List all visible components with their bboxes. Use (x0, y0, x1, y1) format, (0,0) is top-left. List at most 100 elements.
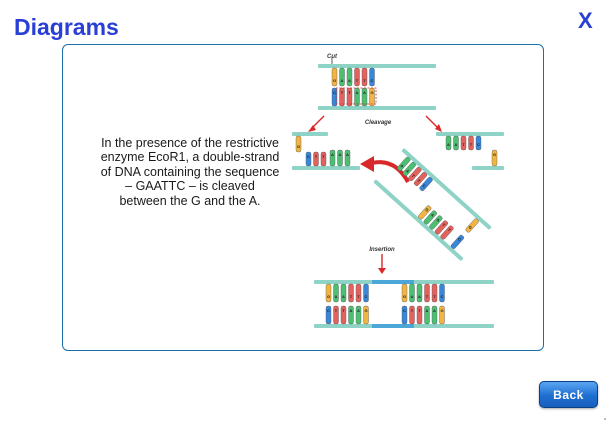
nucleotide-t (320, 151, 327, 167)
arrowhead-right (435, 124, 442, 132)
nucleotide-c (363, 283, 369, 303)
nucleotide-letter: A (455, 142, 458, 147)
dna-backbone (318, 64, 436, 68)
page-title: Diagrams (14, 14, 119, 40)
nucleotide-t (424, 283, 430, 303)
nucleotide-letter: T (441, 222, 447, 228)
nucleotide-letter: T (447, 227, 453, 233)
nucleotide-c (305, 151, 312, 167)
nucleotide-letter: T (470, 142, 473, 147)
nucleotide-letter: A (405, 168, 411, 174)
nucleotide-letter: T (356, 78, 359, 83)
nucleotide-letter: T (350, 294, 353, 299)
nucleotide-t (413, 172, 428, 186)
nucleotide-letter: G (403, 294, 406, 299)
dna-backbone (318, 106, 436, 110)
nucleotide-a (337, 149, 343, 167)
label-cut: Cut (327, 54, 338, 60)
nucleotide-t (416, 305, 423, 325)
nucleotide-t (408, 166, 422, 181)
close-button[interactable]: X (578, 8, 593, 33)
nucleotide-letter: C (365, 294, 368, 299)
nucleotide-letter: T (363, 78, 366, 83)
nucleotide-letter: T (418, 308, 421, 313)
dna-backbone (373, 179, 464, 261)
nucleotide-letter: T (433, 294, 436, 299)
inserted-segment (372, 324, 414, 328)
nucleotide-a (340, 283, 347, 303)
nucleotide-c (450, 234, 465, 249)
nucleotide-letter: T (416, 178, 422, 184)
inserted-segment (372, 280, 414, 284)
nucleotide-t (440, 225, 454, 240)
nucleotide-a (333, 283, 339, 303)
nucleotide-letter: A (348, 78, 351, 83)
nucleotide-c (439, 283, 445, 303)
nucleotide-letter: C (403, 308, 406, 313)
nucleotide-t (434, 220, 449, 235)
nucleotide-g (439, 305, 445, 325)
nucleotide-g (418, 205, 432, 220)
nucleotide-a (402, 161, 416, 176)
dna-backbone (292, 132, 328, 136)
arrow-right (425, 115, 439, 129)
nucleotide-letter: A (342, 294, 345, 299)
nucleotide-a (339, 67, 345, 87)
nucleotide-a (355, 305, 362, 325)
nucleotide-letter: G (468, 224, 474, 230)
nucleotide-letter: G (370, 90, 373, 95)
nucleotide-letter: T (315, 154, 318, 159)
nucleotide-a (397, 156, 411, 171)
nucleotide-a (348, 305, 354, 325)
nucleotide-letter: C (422, 183, 428, 189)
nucleotide-g (401, 283, 408, 303)
nucleotide-c (369, 67, 375, 87)
description-text: In the presence of the restrictive enzym… (100, 136, 280, 208)
nucleotide-letter: A (418, 294, 421, 299)
nucleotide-g (331, 67, 338, 87)
nucleotide-letter: G (297, 144, 300, 149)
label-insertion: Insertion (369, 247, 395, 253)
nucleotide-letter: A (363, 90, 366, 95)
nucleotide-a (344, 149, 351, 167)
nucleotide-t (361, 67, 368, 87)
nucleotide-letter: G (424, 207, 430, 213)
nucleotide-letter: A (435, 217, 441, 223)
nucleotide-t (313, 151, 319, 167)
nucleotide-letter: A (433, 308, 436, 313)
nucleotide-letter: A (411, 294, 414, 299)
nucleotide-letter: T (335, 308, 338, 313)
nucleotide-letter: C (477, 142, 480, 147)
nucleotide-a (431, 305, 438, 325)
nucleotide-letter: C (457, 236, 463, 242)
arrow-left (311, 115, 325, 129)
nucleotide-letter: C (371, 78, 374, 83)
nucleotide-t (346, 87, 353, 107)
nucleotide-g (295, 135, 302, 153)
nucleotide-g (325, 283, 332, 303)
nucleotide-c (401, 305, 408, 325)
nucleotide-g (465, 218, 479, 233)
nucleotide-g (363, 305, 369, 325)
nucleotide-letter: G (364, 308, 367, 313)
nucleotide-letter: T (411, 173, 417, 179)
nucleotide-letter: T (411, 308, 414, 313)
nucleotide-letter: A (399, 163, 405, 169)
nucleotide-letter: A (430, 212, 436, 218)
back-button[interactable]: Back (539, 381, 598, 408)
nucleotide-letter: G (327, 294, 330, 299)
nucleotide-letter: A (356, 90, 359, 95)
nucleotide-c (419, 177, 433, 192)
nucleotide-t (409, 305, 415, 325)
nucleotide-letter: T (426, 294, 429, 299)
nucleotide-letter: A (341, 78, 344, 83)
nucleotide-letter: A (447, 142, 450, 147)
nucleotide-letter: T (357, 294, 360, 299)
nucleotide-t (460, 135, 467, 151)
